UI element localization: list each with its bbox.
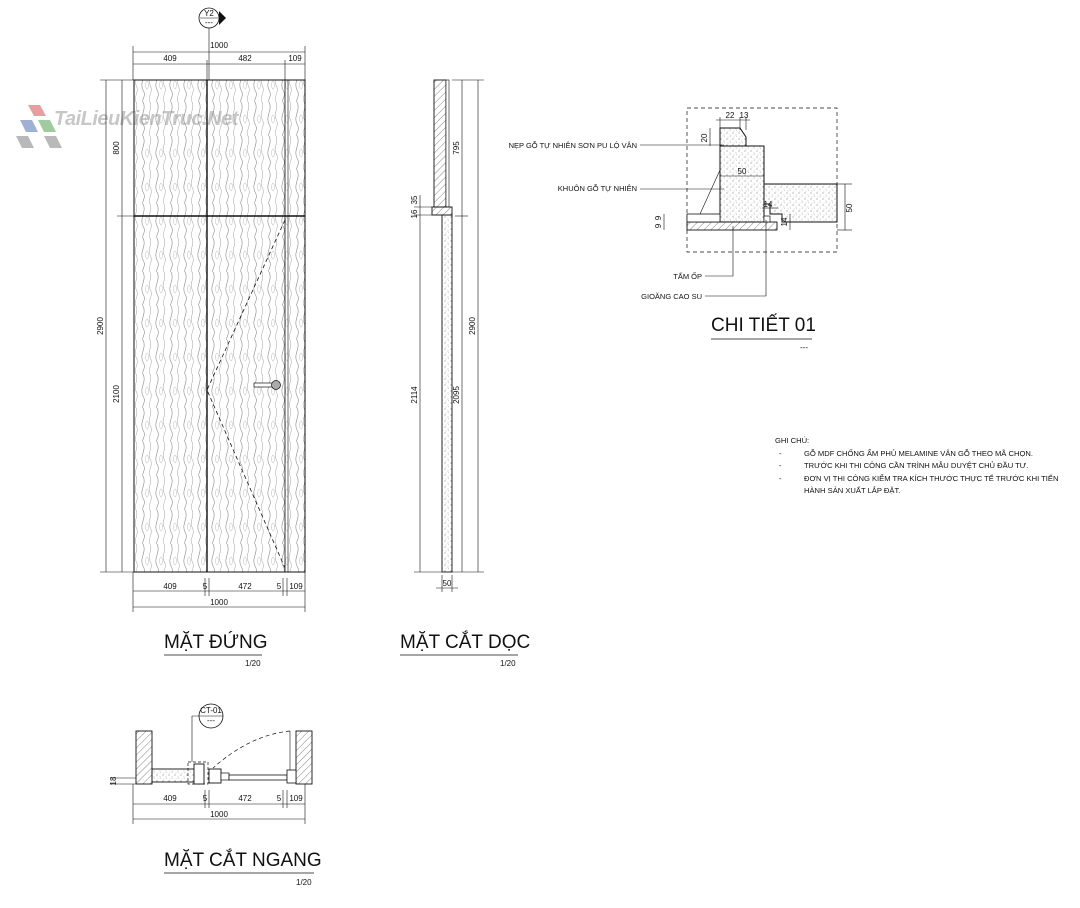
label-seal: GIOĂNG CAO SU	[641, 292, 702, 301]
note-item: -GỖ MDF CHỐNG ẨM PHỦ MELAMINE VÂN GỖ THE…	[775, 448, 1075, 461]
door-leaf	[133, 79, 306, 573]
section-marker-y2: Y2 ---	[198, 7, 226, 80]
note-text-1: GỖ MDF CHỐNG ẨM PHỦ MELAMINE VÂN GỖ THEO…	[804, 448, 1033, 458]
section-h-part-2: 5	[203, 794, 208, 803]
elevation-top-dimensions: 1000 409 482 109	[132, 41, 306, 80]
elevation-bottom-part-4: 5	[277, 582, 282, 591]
section-v-dim-2114: 2114	[410, 386, 419, 404]
elevation-bottom-dimensions: 409 5 472 5 109 1000	[132, 572, 306, 612]
vertical-section: 795 2900 2095 2114 16 35 50 MẶT CẮT DỌC …	[400, 79, 530, 668]
elevation-bottom-part-2: 5	[203, 582, 208, 591]
callout-top-label: CT-01	[200, 706, 222, 715]
detail-sub: ---	[800, 343, 808, 352]
section-h-part-4: 5	[277, 794, 282, 803]
fixed-panel	[151, 768, 197, 783]
elevation-top-total: 1000	[210, 41, 228, 50]
note-item: -ĐƠN VỊ THI CÔNG KIỂM TRA KÍCH THƯỚC THỰ…	[775, 473, 1075, 498]
section-h-title: MẶT CẮT NGANG	[164, 849, 322, 871]
detail-bottom-board	[686, 221, 778, 231]
door-swing-indicator	[206, 219, 286, 569]
section-h-scale: 1/20	[296, 878, 312, 887]
wall-left	[135, 730, 153, 785]
elevation-left-outer: 2900	[96, 317, 105, 335]
section-v-dim-2900: 2900	[468, 317, 477, 335]
detail-dim-9b: 9	[654, 223, 663, 228]
section-transom	[431, 206, 453, 216]
frame-right	[286, 769, 297, 784]
section-v-dim-795: 795	[452, 141, 461, 155]
detail-seal	[763, 215, 771, 223]
door-swing-arc	[212, 730, 291, 769]
elevation-title: MẶT ĐỨNG	[164, 631, 268, 653]
section-upper-panel	[433, 79, 447, 208]
wall-right	[295, 730, 313, 785]
elevation-left-top: 800	[112, 141, 121, 155]
elevation-top-part-2: 482	[238, 54, 252, 63]
note-text-2: TRƯỚC KHI THI CÔNG CẦN TRÌNH MẪU DUYỆT C…	[804, 461, 1029, 470]
notes-heading: GHI CHÚ:	[775, 436, 810, 445]
elevation-bottom-part-5: 109	[289, 582, 303, 591]
detail-dim-22: 22	[726, 111, 735, 120]
marker-bottom-label: ---	[205, 18, 213, 27]
detail-trim	[719, 127, 747, 147]
elevation-top-part-3: 109	[288, 54, 302, 63]
section-h-dim-18: 18	[109, 776, 118, 785]
door-handle-icon	[253, 380, 281, 390]
notes-block: GHI CHÚ: -GỖ MDF CHỐNG ẨM PHỦ MELAMINE V…	[775, 435, 1075, 498]
section-v-dim-50: 50	[443, 579, 452, 588]
elevation-bottom-part-1: 409	[163, 582, 177, 591]
detail-dim-9a: 9	[654, 215, 663, 220]
label-frame: KHUÔN GỖ TỰ NHIÊN	[558, 184, 637, 193]
elevation-left-bottom: 2100	[112, 385, 121, 403]
marker-top-label: Y2	[204, 9, 214, 18]
elevation-scale: 1/20	[245, 659, 261, 668]
detail-dim-50b: 50	[845, 203, 854, 212]
elevation-top-part-1: 409	[163, 54, 177, 63]
section-v-dim-2095: 2095	[452, 386, 461, 404]
section-v-dim-16: 16	[410, 209, 419, 218]
elevation-bottom-total: 1000	[210, 598, 228, 607]
detail-dim-14a: 14	[764, 200, 773, 209]
section-v-dim-35: 35	[410, 195, 419, 204]
door-elevation: Y2 --- 1000 409 482 109	[96, 7, 306, 668]
section-h-part-1: 409	[163, 794, 177, 803]
section-h-total: 1000	[210, 810, 228, 819]
section-v-title: MẶT CẮT DỌC	[400, 631, 530, 653]
note-text-3: ĐƠN VỊ THI CÔNG KIỂM TRA KÍCH THƯỚC THỰC…	[804, 473, 1059, 496]
elevation-left-dimensions: 2900 800 2100	[96, 79, 134, 573]
detail-dim-13: 13	[740, 111, 749, 120]
horizontal-section: CT-01 --- 18 409 5 472 5	[109, 703, 322, 887]
callout-bottom-label: ---	[207, 716, 215, 725]
detail-01: 22 13 20 50 50 14 14 9 9 NẸP GỖ TỰ NHIÊN…	[509, 107, 854, 352]
label-panel: TẤM ỐP	[673, 271, 702, 281]
detail-frame	[719, 145, 765, 223]
label-trim: NẸP GỖ TỰ NHIÊN SƠN PU LỘ VÂN	[509, 141, 637, 150]
detail-dim-14b: 14	[780, 217, 789, 226]
note-item: -TRƯỚC KHI THI CÔNG CẦN TRÌNH MẪU DUYỆT …	[775, 460, 1075, 473]
detail-dim-20: 20	[700, 133, 709, 142]
detail-title: CHI TIẾT 01	[711, 314, 816, 336]
elevation-bottom-part-3: 472	[238, 582, 252, 591]
section-v-scale: 1/20	[500, 659, 516, 668]
section-h-part-5: 109	[289, 794, 303, 803]
frame-left	[193, 763, 205, 785]
door-leaf-section	[228, 774, 288, 781]
detail-dim-50a: 50	[738, 167, 747, 176]
watermark-cube-icon	[16, 105, 62, 148]
section-door-leaf	[441, 214, 453, 573]
detail-door-panel	[763, 183, 838, 223]
section-h-part-3: 472	[238, 794, 252, 803]
